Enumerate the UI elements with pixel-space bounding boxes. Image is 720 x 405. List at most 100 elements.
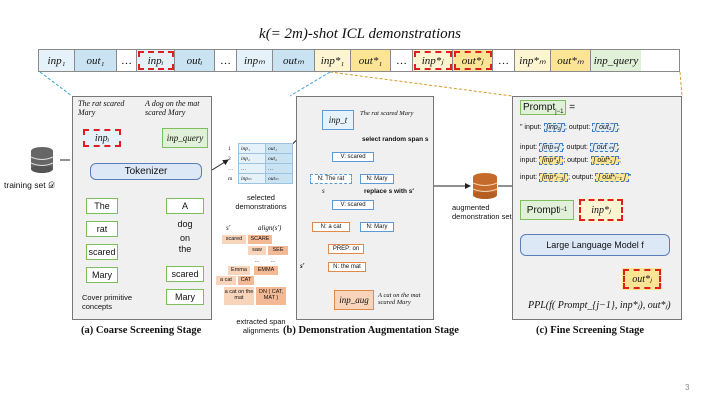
strip-cell: outᵢ [175,50,215,71]
ppl-formula: PPL(f( Prompt_{j−1}, inp*ⱼ), out*ⱼ) [528,300,671,311]
prompt-part-a: [inp*₁] [539,156,564,165]
prompt-line: input: [inpₘ]; output: [ out ₘ]; [520,143,620,152]
inp-t-box: inp_t [322,110,354,130]
prompt-part-post: ; [617,124,620,131]
tree2-prep: PREP: on [328,244,364,254]
strip-cell: out*₁ [351,50,391,71]
selected-demonstrations-label: selected demonstrations [235,193,287,211]
strip-cell: out*ₘ [551,50,591,71]
demo-cell-out: out₂ [265,153,293,164]
alignment-chip-right: … [270,257,276,264]
cover-primitive-concepts-label: Cover primitive concepts [82,293,133,311]
token-box: The [86,198,118,214]
prompt-part-post: ; [618,157,621,164]
strip-cell: outₘ [273,50,315,71]
prompt-line: " input: [inp₁]; output: [ out₁ ]; [520,123,620,132]
token-box: A [166,198,204,214]
token-box: dog [177,219,193,229]
prompt-part-b: [ out*ⱼ₋₁ ] [595,173,629,182]
tokenizer-box: Tokenizer [90,163,202,180]
alignments-label: extracted span alignments [236,317,286,335]
replace-span-label: replace s with s′ [364,188,414,195]
select-span-label: select random span s [362,136,429,143]
strip-cell: inpₘ [237,50,273,71]
stage-b-label: (b) Demonstration Augmentation Stage [283,325,459,336]
tree2-root: V: scared [332,200,374,210]
strip-cell: inp_query [591,50,641,71]
alignment-header-align: align(s′) [258,224,282,232]
tree1-right: N: Mary [360,174,394,184]
demo-cell-idx: 2 [228,155,231,162]
strip-cell: … [493,50,515,71]
strip-cell: out*ⱼ [453,50,493,71]
prompt-line: input: [inp*ⱼ₋₁]; output: [ out*ⱼ₋₁ ]" [520,173,632,182]
tree2-leaf: N: the mat [328,262,366,272]
demo-cell-inp: inp₂ [238,153,266,164]
inp-j-box: inp*ⱼ [578,198,624,222]
prompt-part-mid: ; output: [562,144,590,151]
demo-cell-idx: … [228,165,234,172]
diagram-title: k(= 2m)-shot ICL demonstrations [259,26,461,42]
prompt-line: input: [inp*₁]; output: [ out*₁ ]; [520,156,621,165]
strip-cell: inp*₁ [315,50,351,71]
strip-cell: … [117,50,137,71]
span-s-prime-label: s′ [300,262,305,270]
alignment-chip-left: a cat [216,276,236,285]
alignment-chip-right: ON ( CAT, MAT ) [256,287,286,305]
stage-a-example-text: The rat scared Mary [78,99,125,117]
strip-cell: … [391,50,413,71]
alignment-chip-left: a cat on the mat [224,287,254,305]
strip-cell: inp*ₘ [515,50,551,71]
alignment-chip-right: EMMA [254,266,278,275]
alignment-chip-right: CAT [238,276,254,285]
prompt-head: Promptj−1 = [520,100,575,115]
prompt-part-pre: input: [520,174,540,181]
prompt-part-mid: ; output: [564,124,593,131]
prompt-part-mid: ; output: [568,174,596,181]
token-box: scared [86,244,118,260]
stage-c-label: (c) Fine Screening Stage [536,325,644,336]
alignment-chip-left: … [254,257,260,264]
demo-cell-out: out₁ [265,143,293,154]
token-box: scared [166,266,204,282]
prompt-part-pre: input: [520,157,540,164]
prompt-part-b: [ out ₘ] [589,143,618,152]
tree1-root: V: scared [332,152,374,162]
demo-cell-out: outₘ [265,173,293,184]
augmented-example-text: A cat on the mat scared Mary [378,292,421,307]
alignment-chip-left: saw [248,246,266,255]
prompt-part-a: [inp₁] [543,123,565,132]
augmented-database-icon [472,172,498,200]
strip-cell: … [215,50,237,71]
strip-cell: out₁ [75,50,117,71]
token-box: the [178,244,192,254]
alignment-header-s: s′ [226,224,231,232]
demo-cell-idx: 1 [228,145,231,152]
inp-query-box: inp_query [162,128,208,148]
span-s-label: s [322,187,325,195]
prompt-part-post: " [628,174,632,181]
stage-b-example-text: The rat scared Mary [360,110,414,117]
demo-cell-inp: inp₁ [238,143,266,154]
strip-cell: inp*ⱼ [413,50,453,71]
prompt-part-mid: ; output: [563,157,591,164]
out-j-box: out*ⱼ [622,268,662,290]
tree2-left: N: a cat [312,222,350,232]
inp-aug-box: inp_aug [334,290,374,310]
llm-box: Large Language Model f [520,234,670,256]
alignment-chip-left: Emma [228,266,250,275]
page-number: 3 [685,383,690,392]
database-icon [30,146,54,174]
prompt-part-b: [ out*₁ ] [590,156,619,165]
prompt-part-a: [inp*ⱼ₋₁] [539,173,569,182]
training-set-label: training set 𝒟 [4,180,55,190]
strip-cell: inpᵢ [137,50,175,71]
token-box: Mary [166,289,204,305]
alignment-chip-left: scared [222,235,246,244]
strip-cell: inp₁ [39,50,75,71]
